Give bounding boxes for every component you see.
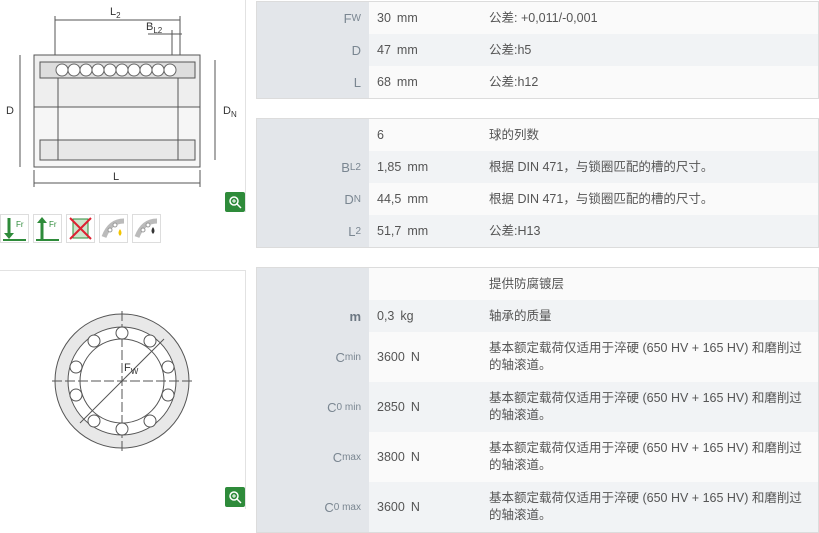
lubrication-grease-icon: [132, 214, 161, 243]
section-drawing-panel: L2 BL2 D DN L: [0, 0, 246, 212]
magnifier-plus-icon: [229, 491, 242, 504]
magnifier-plus-icon: [229, 196, 242, 209]
label-l2: L2: [110, 6, 121, 20]
radial-load-icon-1: Fr: [0, 214, 29, 243]
svg-text:Fr: Fr: [49, 220, 57, 229]
label-dn: DN: [223, 105, 237, 119]
label-bl2: BL2: [146, 21, 163, 35]
label-l: L: [113, 171, 119, 183]
zoom-button-1[interactable]: [225, 192, 245, 212]
feature-icon-row: Fr Fr: [0, 214, 161, 243]
longitudinal-section-drawing: L2 BL2 D DN L: [6, 6, 237, 187]
zoom-button-2[interactable]: [225, 487, 245, 507]
label-fw: FW: [124, 362, 139, 376]
no-tilt-icon: [66, 214, 95, 243]
svg-text:Fr: Fr: [16, 220, 24, 229]
lubrication-oil-icon: [99, 214, 128, 243]
radial-load-icon-2: Fr: [33, 214, 62, 243]
label-d: D: [6, 105, 14, 117]
cross-section-drawing: FW: [52, 311, 192, 451]
cross-section-panel: FW: [0, 270, 246, 509]
table-row: 提供防腐镀层: [257, 268, 818, 300]
